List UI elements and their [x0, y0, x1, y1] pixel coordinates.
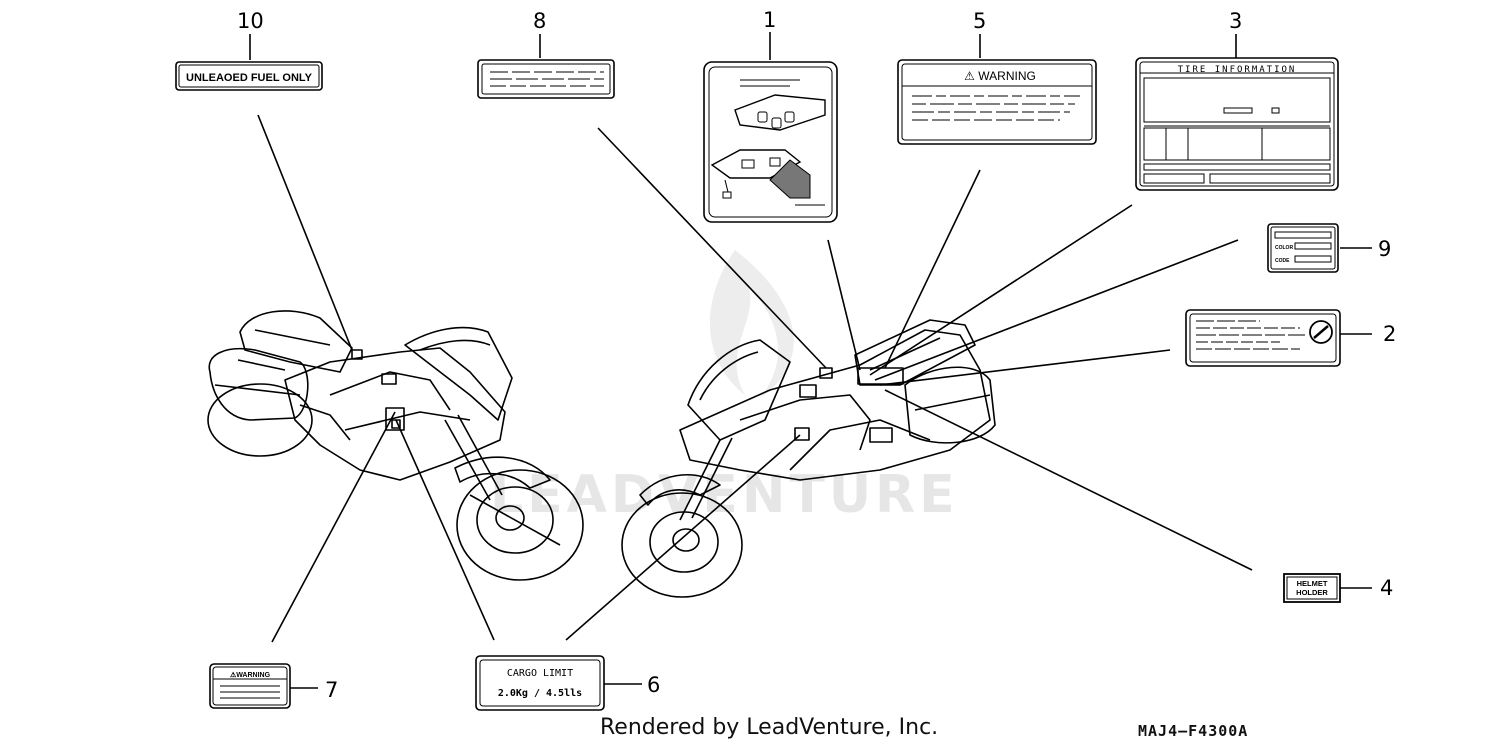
code-text: CODE — [1275, 258, 1290, 264]
color-text: COLOR — [1275, 245, 1293, 251]
callout-2: 2 — [1383, 322, 1396, 346]
motorcycle-left — [207, 310, 584, 581]
unleaded-fuel-text: UNLEAOED FUEL ONLY — [186, 72, 313, 84]
callout-8: 8 — [533, 9, 546, 33]
label-2 — [1185, 309, 1341, 367]
label-9-color-code: COLOR CODE — [1267, 223, 1339, 273]
tire-info-text: TIRE INFORMATION — [1178, 65, 1297, 75]
footer-credit: Rendered by LeadVenture, Inc. — [600, 715, 939, 740]
leader-lines — [249, 32, 1372, 689]
holder-text: HOLDER — [1296, 588, 1328, 597]
watermark-text: LEADVENTURE — [490, 465, 959, 525]
helmet-text: HELMET — [1297, 579, 1328, 588]
label-8 — [477, 59, 615, 99]
callout-5: 5 — [973, 9, 986, 33]
label-6-cargo-limit: CARGO LIMIT 2.0Kg / 4.5lls — [475, 655, 605, 711]
label-1-schematic — [703, 61, 838, 223]
callout-4: 4 — [1380, 576, 1393, 600]
watermark: LEADVENTURE — [490, 250, 959, 525]
diagram-code: MAJ4–F4300A — [1138, 722, 1249, 740]
cargo-value-text: 2.0Kg / 4.5lls — [498, 688, 582, 699]
callout-numbers: 10 8 1 5 3 9 2 4 6 7 — [237, 8, 1396, 702]
callout-9: 9 — [1378, 237, 1391, 261]
warning-5-text: ⚠ WARNING — [964, 69, 1036, 83]
label-5-warning: ⚠ WARNING — [897, 59, 1097, 145]
label-4-helmet-holder: HELMET HOLDER — [1283, 573, 1341, 603]
callout-7: 7 — [325, 678, 338, 702]
callout-10: 10 — [237, 9, 264, 33]
cargo-title-text: CARGO LIMIT — [507, 668, 573, 679]
motorcycle-right — [621, 319, 996, 598]
label-10-unleaded-fuel: UNLEAOED FUEL ONLY — [175, 61, 323, 91]
warning-7-text: ⚠WARNING — [230, 671, 271, 679]
callout-1: 1 — [763, 8, 776, 32]
callout-3: 3 — [1229, 9, 1242, 33]
label-7-warning: ⚠WARNING — [209, 663, 291, 709]
callout-6: 6 — [647, 673, 660, 697]
label-3-tire-information: TIRE INFORMATION — [1135, 57, 1339, 191]
